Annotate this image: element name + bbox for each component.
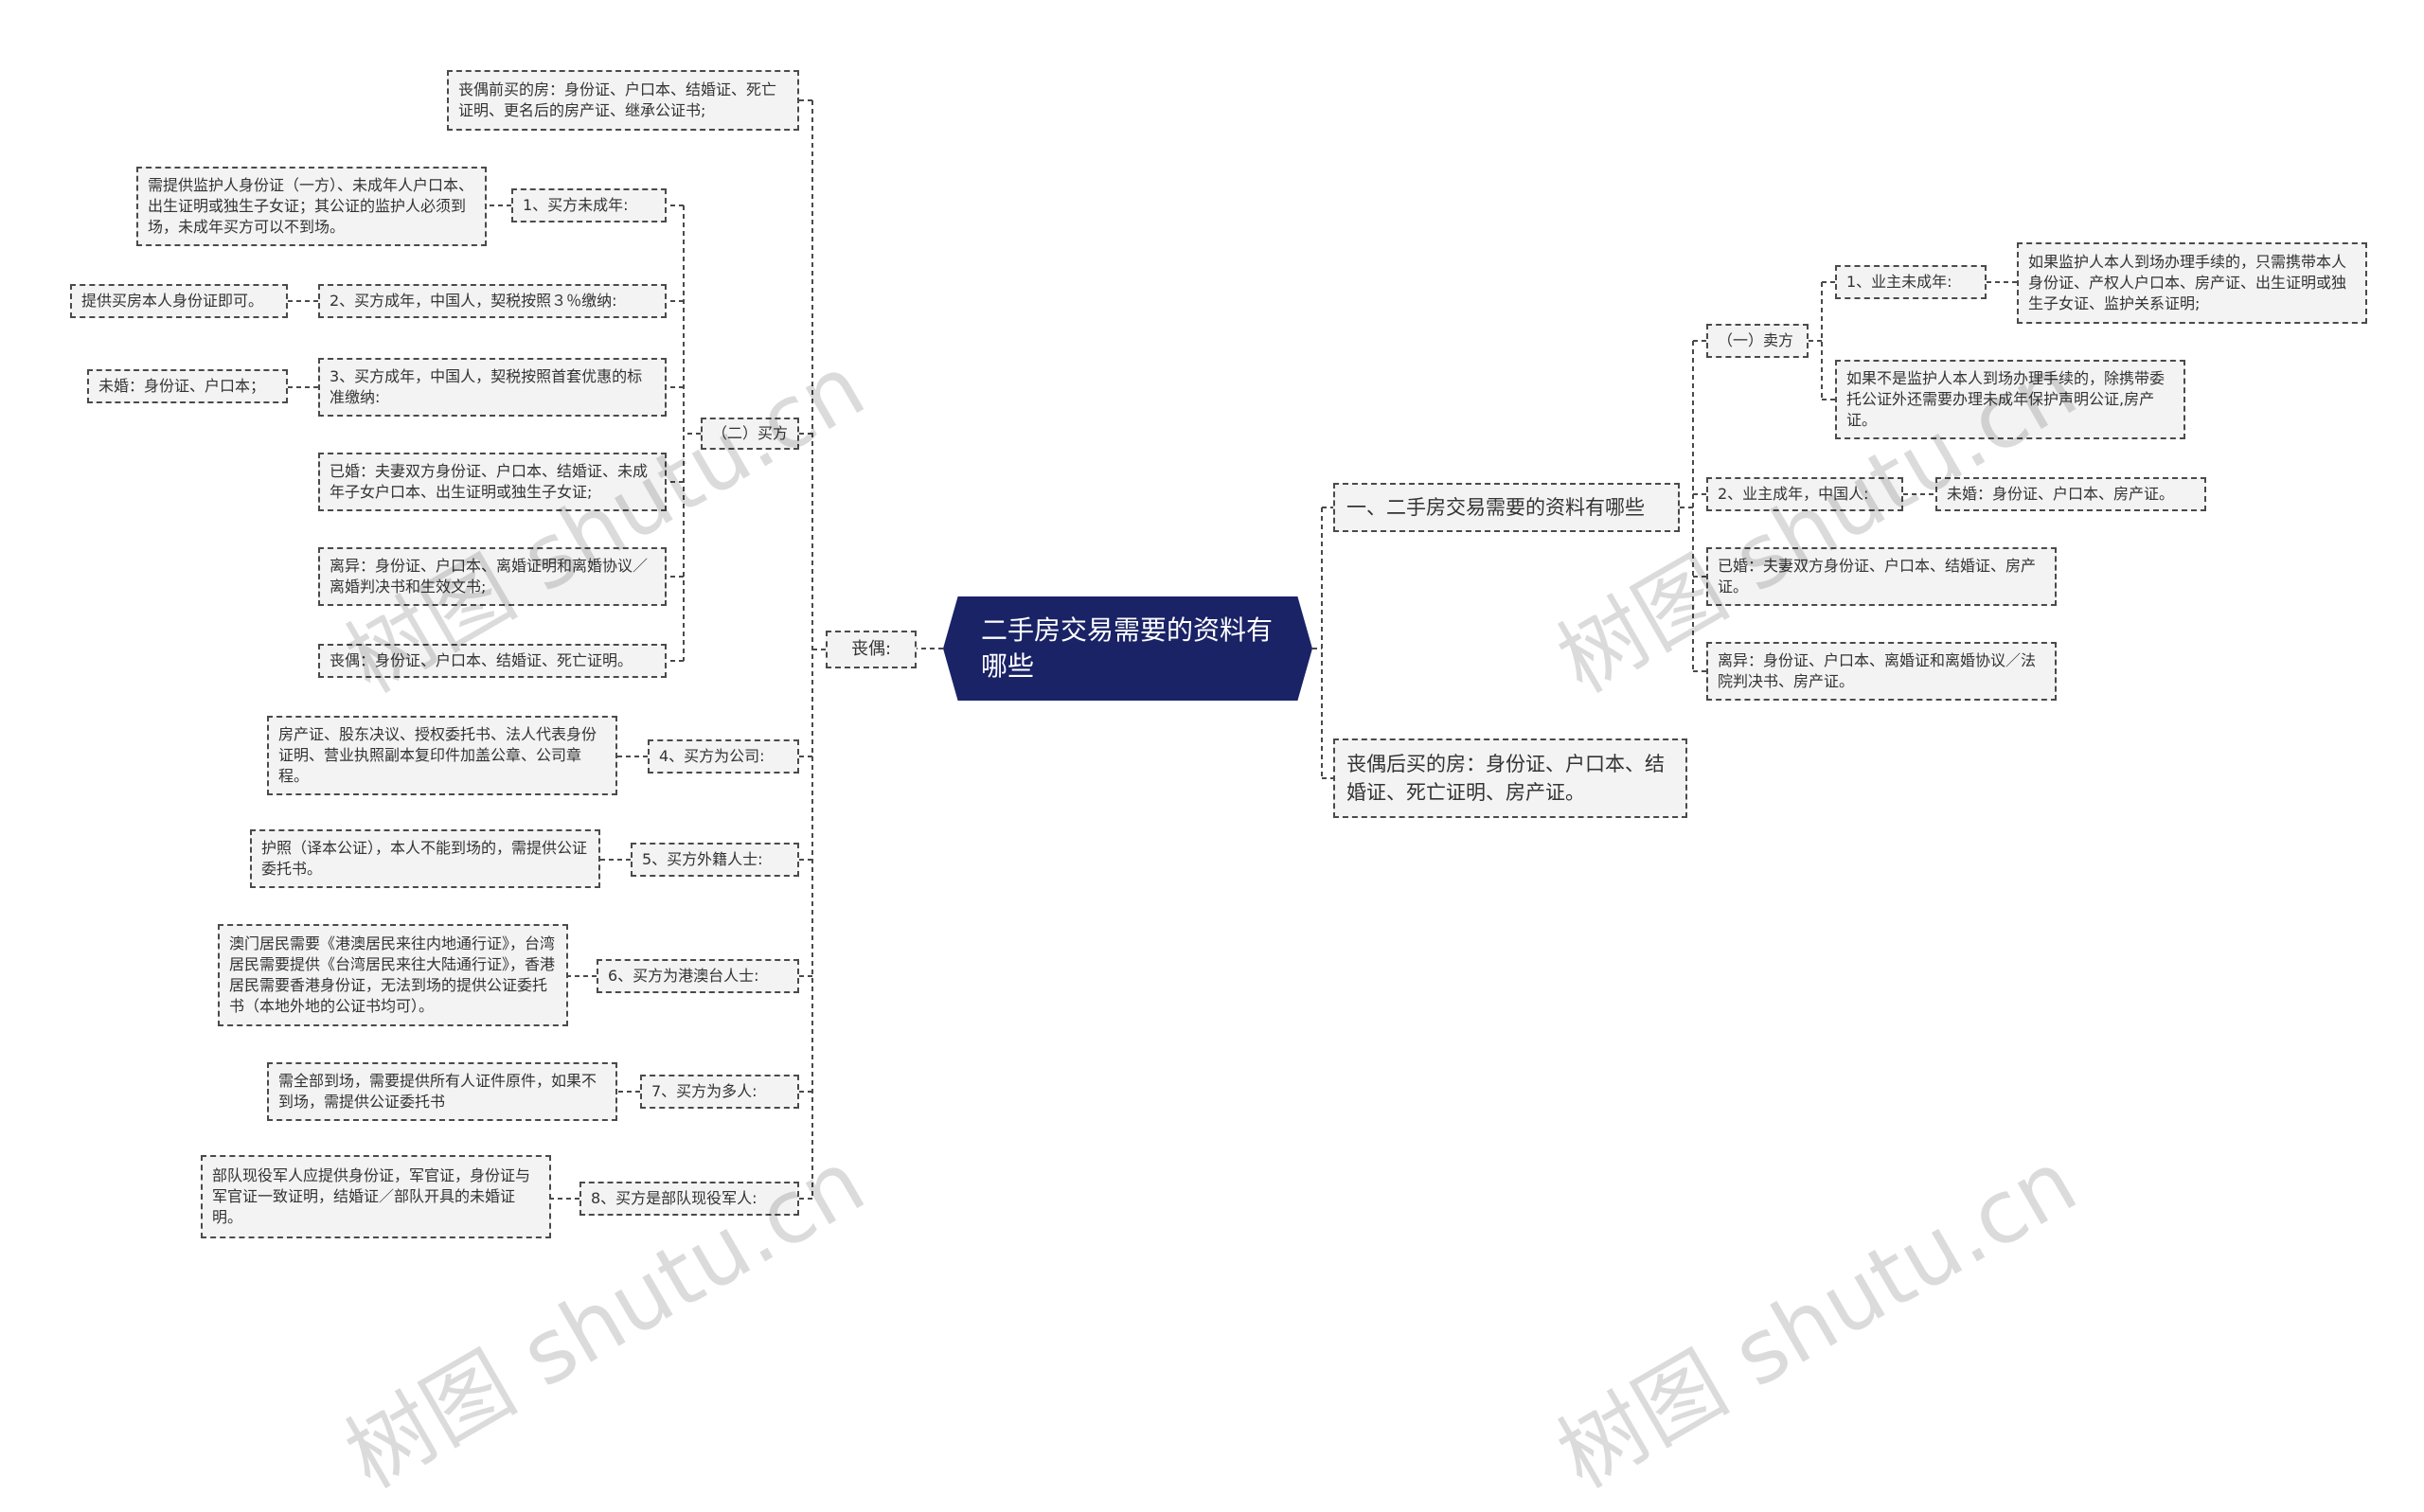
node-buyer-multiple[interactable]: 7、买方为多人:	[640, 1075, 799, 1109]
node-buyer-company-detail[interactable]: 房产证、股东决议、授权委托书、法人代表身份证明、营业执照副本复印件加盖公章、公司…	[267, 716, 617, 795]
node-buyer[interactable]: （二）买方	[701, 418, 799, 450]
node-buyer-foreign[interactable]: 5、买方外籍人士:	[631, 843, 799, 877]
node-buyer-minor-detail[interactable]: 需提供监护人身份证（一方）、未成年人户口本、出生证明或独生子女证；其公证的监护人…	[136, 167, 487, 246]
node-buyer-military[interactable]: 8、买方是部队现役军人:	[579, 1182, 799, 1216]
node-widowed-after-purchase[interactable]: 丧偶后买的房：身份证、户口本、结婚证、死亡证明、房产证。	[1333, 738, 1687, 818]
node-seller-adult[interactable]: 2、业主成年，中国人:	[1706, 477, 1903, 511]
node-seller-adult-single[interactable]: 未婚：身份证、户口本、房产证。	[1935, 477, 2206, 511]
node-buyer-adult-first-detail[interactable]: 未婚：身份证、户口本；	[87, 369, 288, 403]
mind-map-canvas: 二手房交易需要的资料有哪些 丧偶: 丧偶前买的房：身份证、户口本、结婚证、死亡证…	[70, 70, 2367, 1507]
node-widowed-before-purchase[interactable]: 丧偶前买的房：身份证、户口本、结婚证、死亡证明、更名后的房产证、继承公证书;	[447, 70, 799, 131]
node-buyer-married[interactable]: 已婚：夫妻双方身份证、户口本、结婚证、未成年子女户口本、出生证明或独生子女证;	[318, 453, 667, 511]
node-buyer-foreign-detail[interactable]: 护照（译本公证），本人不能到场的，需提供公证委托书。	[250, 829, 600, 888]
node-seller-minor[interactable]: 1、业主未成年:	[1835, 265, 1987, 299]
node-buyer-military-detail[interactable]: 部队现役军人应提供身份证，军官证，身份证与军官证一致证明，结婚证／部队开具的未婚…	[201, 1155, 551, 1238]
node-buyer-company[interactable]: 4、买方为公司:	[648, 739, 799, 774]
node-buyer-hk-macau-tw[interactable]: 6、买方为港澳台人士:	[597, 959, 799, 993]
node-widowed-hub[interactable]: 丧偶:	[826, 631, 917, 668]
node-seller-minor-guardian[interactable]: 如果监护人本人到场办理手续的，只需携带本人身份证、产权人户口本、房产证、出生证明…	[2017, 242, 2367, 324]
node-buyer-hk-macau-tw-detail[interactable]: 澳门居民需要《港澳居民来往内地通行证》，台湾居民需要提供《台湾居民来往大陆通行证…	[218, 924, 568, 1026]
node-buyer-widowed[interactable]: 丧偶：身份证、户口本、结婚证、死亡证明。	[318, 644, 667, 678]
node-buyer-adult-first[interactable]: 3、买方成年，中国人，契税按照首套优惠的标准缴纳:	[318, 358, 667, 417]
node-buyer-divorced[interactable]: 离异：身份证、户口本、离婚证明和离婚协议／离婚判决书和生效文书;	[318, 547, 667, 606]
node-buyer-adult-3pct[interactable]: 2、买方成年，中国人，契税按照３％缴纳:	[318, 284, 667, 318]
node-materials-needed[interactable]: 一、二手房交易需要的资料有哪些	[1333, 483, 1680, 532]
node-seller-minor-non-guardian[interactable]: 如果不是监护人本人到场办理手续的，除携带委托公证外还需要办理未成年保护声明公证,…	[1835, 360, 2185, 439]
node-buyer-multiple-detail[interactable]: 需全部到场，需要提供所有人证件原件，如果不到场，需提供公证委托书	[267, 1062, 617, 1121]
node-seller[interactable]: （一）卖方	[1706, 324, 1809, 358]
root-node[interactable]: 二手房交易需要的资料有哪些	[943, 596, 1312, 701]
node-seller-married[interactable]: 已婚：夫妻双方身份证、户口本、结婚证、房产证。	[1706, 547, 2057, 606]
node-buyer-minor[interactable]: 1、买方未成年:	[511, 188, 667, 222]
node-buyer-adult-3pct-detail[interactable]: 提供买房本人身份证即可。	[70, 284, 288, 318]
node-seller-divorced[interactable]: 离异：身份证、户口本、离婚证和离婚协议／法院判决书、房产证。	[1706, 642, 2057, 701]
connector-lines	[288, 99, 2017, 1200]
